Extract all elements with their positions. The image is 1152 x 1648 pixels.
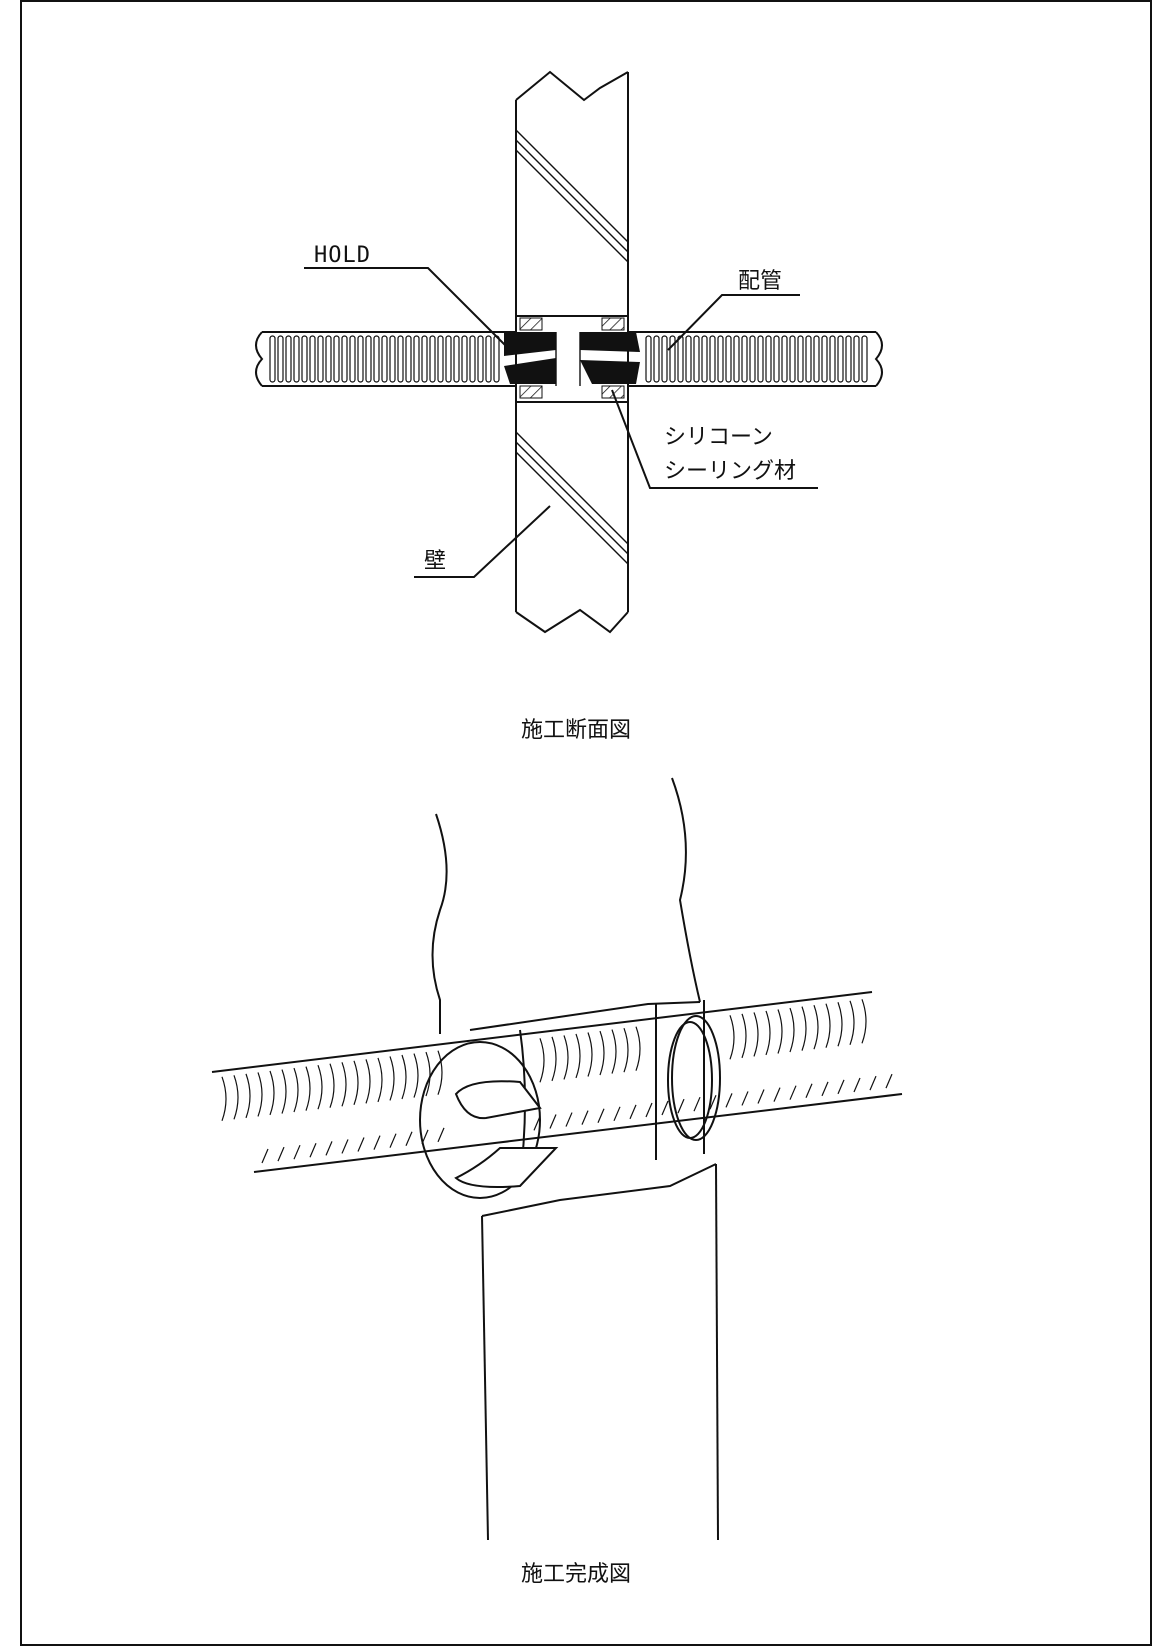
label-hold-leader: HOLD xyxy=(304,243,509,349)
completed-wall-upper xyxy=(431,777,701,1034)
label-pipe: 配管 xyxy=(738,269,782,294)
label-sealant-line1: シリコーン xyxy=(664,425,773,450)
label-pipe-leader: 配管 xyxy=(667,269,800,351)
completed-pipe xyxy=(211,991,903,1188)
label-wall-leader: 壁 xyxy=(414,505,551,578)
label-sealant-line2: シーリング材 xyxy=(664,459,796,484)
label-sealant-leader: シリコーン シーリング材 xyxy=(611,389,818,489)
label-wall: 壁 xyxy=(424,549,446,574)
page-border xyxy=(20,0,1152,1646)
caption-section: 施工断面図 xyxy=(521,718,631,743)
section-wall xyxy=(515,70,629,634)
caption-completed: 施工完成図 xyxy=(521,1562,631,1587)
label-hold: HOLD xyxy=(314,243,371,268)
section-hold-fitting xyxy=(504,315,640,403)
completed-wall-lower xyxy=(481,1163,719,1541)
